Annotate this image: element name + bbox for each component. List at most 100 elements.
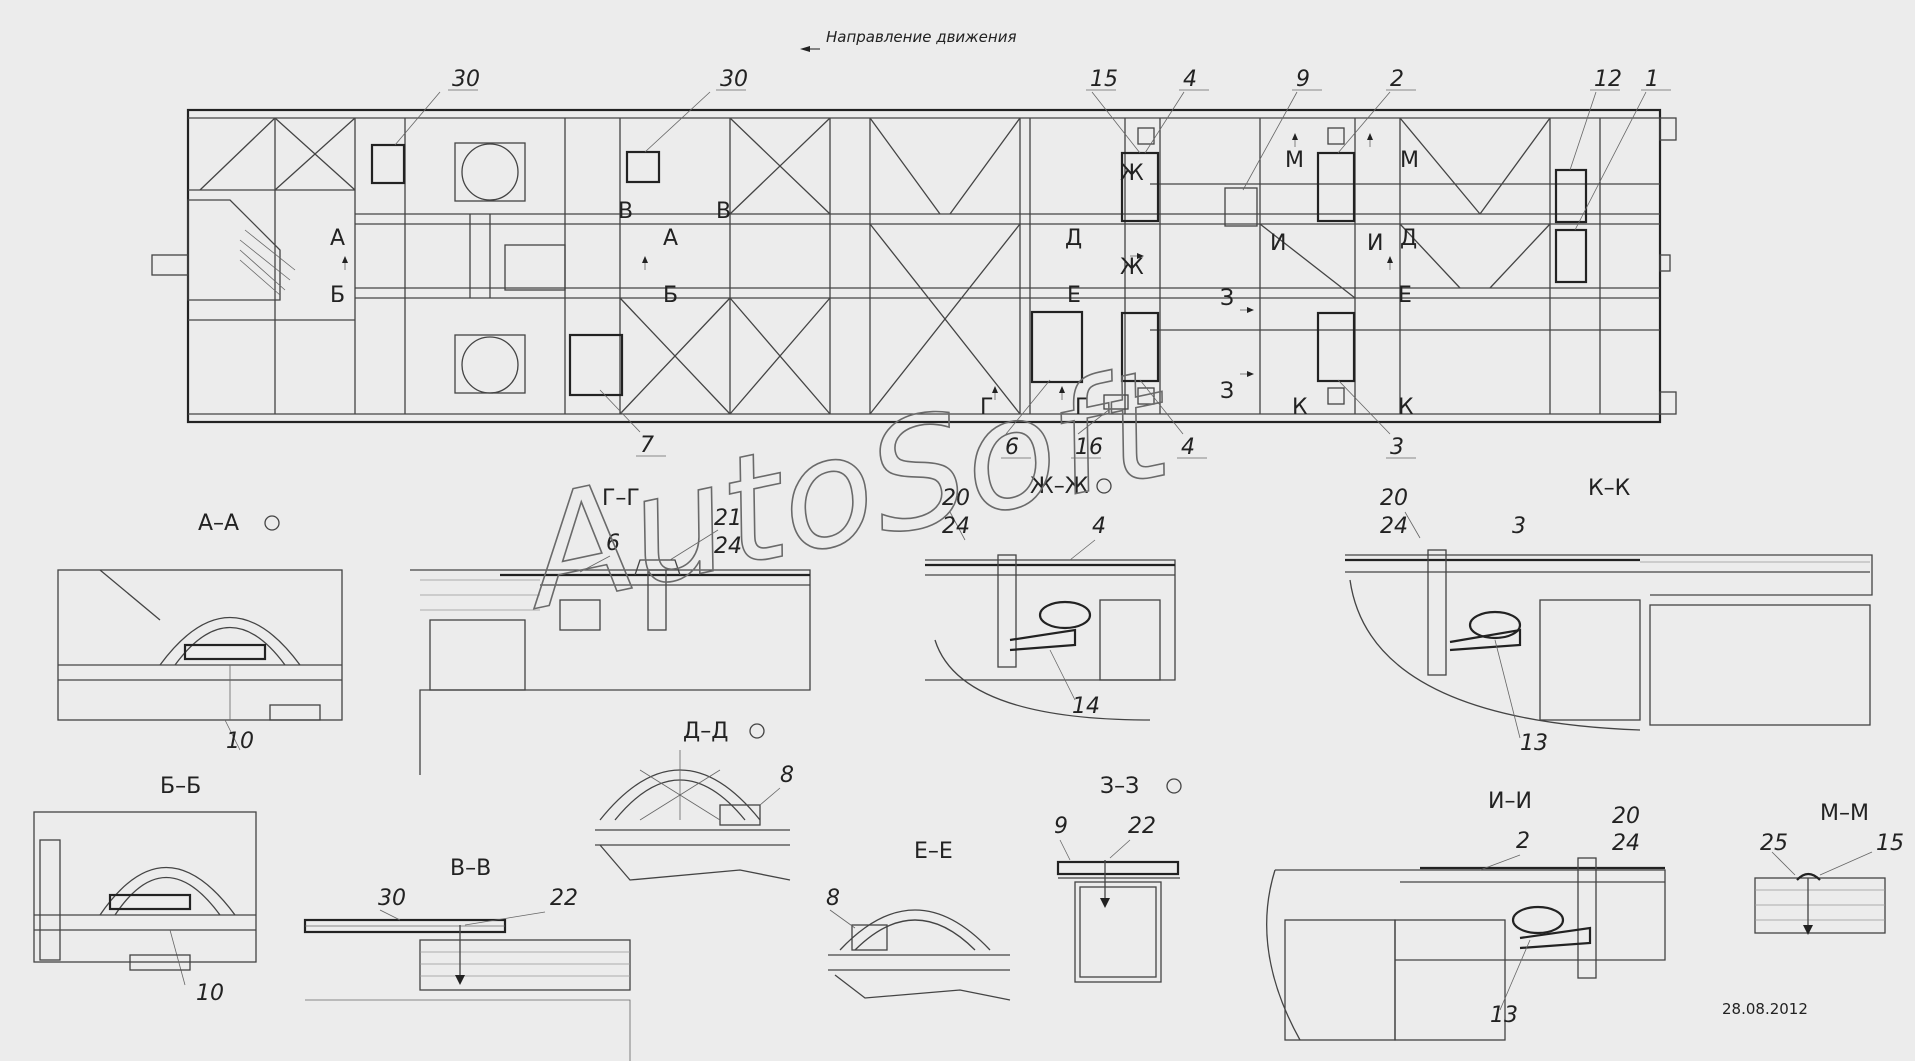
direction-indicator: Направление движения (800, 28, 1016, 52)
section-title: К–К (1588, 476, 1631, 501)
hatch-6 (1030, 310, 1084, 384)
section-callout-label: 25 (1760, 831, 1788, 856)
section-callout-label: 20 (1380, 486, 1408, 511)
cut-mark-letter: К (1398, 395, 1414, 420)
section-title: И–И (1488, 789, 1532, 814)
cut-mark-letter: И (1270, 231, 1286, 256)
section-e-e-view (828, 909, 1011, 1001)
cut-mark-letter: Г (980, 395, 993, 420)
section-callout-label: 6 (606, 531, 620, 556)
section-callout-label: 14 (1072, 694, 1100, 719)
section-a-a-view (57, 569, 343, 751)
cut-mark-letter: Б (330, 283, 345, 308)
section-callout-label: 22 (550, 886, 578, 911)
section-callout-label: 24 (942, 514, 970, 539)
section-titles: А–А Г–Г Ж–Ж К–К Д–Д Б–Б В–В Е–Е З–З И–И М–М (160, 474, 1869, 881)
section-v-v-view (303, 909, 631, 1061)
cut-mark-letter: Ж (1120, 255, 1144, 280)
hatch-30-a (370, 143, 406, 185)
section-title: Г–Г (602, 486, 640, 511)
cut-mark-letter: А (663, 226, 678, 251)
wheel-arch-rear-left (461, 143, 519, 201)
cut-mark-letter: З (1220, 379, 1234, 404)
rotation-symbol-icon (749, 723, 765, 739)
plan-callout-label: 7 (640, 433, 654, 458)
cut-mark-letter: И (1367, 231, 1383, 256)
cut-mark-letter: В (618, 199, 633, 224)
section-title: А–А (198, 511, 239, 536)
cut-mark-letter: Г (1075, 395, 1088, 420)
section-callout-label: 22 (1128, 814, 1156, 839)
section-title: Е–Е (914, 839, 953, 864)
section-title: М–М (1820, 801, 1869, 826)
hatch-2 (1316, 151, 1356, 223)
hatch-4-bottom (1120, 311, 1160, 383)
plan-callout-label: 4 (1181, 435, 1195, 460)
section-zh-zh-view (925, 511, 1176, 721)
section-callout-label: 24 (714, 534, 742, 559)
section-callout-label: 24 (1612, 831, 1640, 856)
grille-hatch (239, 229, 296, 296)
section-callout-label: 8 (780, 763, 794, 788)
section-callout-label: 15 (1876, 831, 1904, 856)
hatch-7 (568, 333, 624, 397)
section-callout-label: 13 (1490, 1003, 1518, 1028)
section-callout-label: 20 (942, 486, 970, 511)
section-m-m-view (1754, 851, 1886, 935)
cut-mark-letter: Д (1400, 226, 1417, 251)
section-arrows (342, 133, 1393, 400)
plan-callout-label: 15 (1090, 67, 1118, 92)
cut-mark-letter: Е (1067, 283, 1081, 308)
diagonal-bracing (199, 117, 1551, 415)
plan-callout-label: 1 (1645, 67, 1659, 92)
rotation-symbol-icon (264, 515, 280, 531)
section-callout-label: 3 (1512, 514, 1526, 539)
section-callout-label: 8 (826, 886, 840, 911)
hatch-12-a (1554, 168, 1588, 224)
section-title: З–З (1100, 774, 1139, 799)
section-z-z-view (1056, 839, 1180, 983)
cut-mark-letter: Е (1398, 283, 1412, 308)
hatch-12-b (1554, 228, 1588, 284)
hatch-9 (1224, 187, 1258, 227)
section-callout-label: 20 (1612, 804, 1640, 829)
section-title: Ж–Ж (1030, 474, 1089, 499)
section-callout-label: 13 (1520, 731, 1548, 756)
section-b-b-view (33, 811, 257, 986)
section-callout-label: 30 (378, 886, 406, 911)
plan-callout-label: 3 (1390, 435, 1404, 460)
plan-callout-label: 9 (1296, 67, 1310, 92)
section-callout-label: 10 (226, 729, 254, 754)
section-i-i-view (1266, 854, 1666, 1041)
rotation-symbol-icon (1096, 478, 1112, 494)
section-callout-label: 4 (1092, 514, 1106, 539)
plan-callout-label: 6 (1005, 435, 1019, 460)
section-callout-label: 2 (1516, 829, 1530, 854)
cut-mark-letter: М (1400, 148, 1419, 173)
direction-label: Направление движения (826, 28, 1016, 46)
wheel-arch-rear-right (461, 336, 519, 394)
cut-mark-letter: В (716, 199, 731, 224)
cut-mark-letter: З (1220, 286, 1234, 311)
watermark: AutoSoft (505, 337, 1187, 644)
rotation-symbol-icon (1166, 778, 1182, 794)
cut-mark-letter: А (330, 226, 345, 251)
hatch-3 (1316, 311, 1356, 383)
plan-callout-label: 2 (1390, 67, 1404, 92)
section-title: Б–Б (160, 774, 201, 799)
section-callout-label: 24 (1380, 514, 1408, 539)
section-k-k-view (1345, 511, 1873, 739)
plan-callout-label: 4 (1183, 67, 1197, 92)
section-callout-label: 10 (196, 981, 224, 1006)
cut-mark-letter: М (1285, 148, 1304, 173)
hatch-30-b (625, 150, 661, 184)
plan-callout-label: 16 (1075, 435, 1103, 460)
section-title: Д–Д (683, 719, 728, 744)
section-callout-label: 9 (1054, 814, 1068, 839)
section-title: В–В (450, 856, 491, 881)
drawing-date: 28.08.2012 (1722, 1000, 1808, 1018)
